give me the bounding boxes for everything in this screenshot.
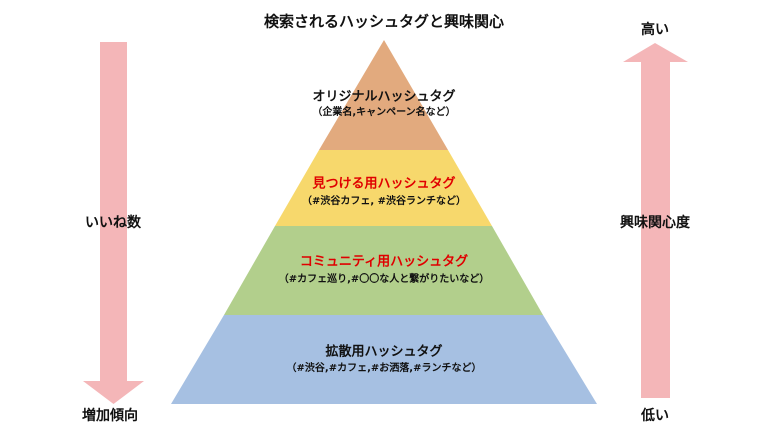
left-down-arrow — [83, 42, 144, 404]
tier-spread-title: 拡散用ハッシュタグ — [325, 344, 443, 360]
pyramid-tier-3 — [224, 226, 543, 315]
tier-community-title: コミュニティ用ハッシュタグ — [299, 254, 469, 270]
page-title: 検索されるハッシュタグと興味関心 — [263, 12, 505, 31]
tier-original-title: オリジナルハッシュタグ — [312, 89, 456, 105]
right-axis-bottom-label: 低い — [641, 408, 669, 424]
left-axis-end-label: 増加傾向 — [82, 408, 138, 424]
tier-community-subtitle: （#カフェ巡り,#〇〇な人と繋がりたいなど） — [278, 274, 490, 285]
pyramid-tier-top — [319, 40, 448, 150]
tier-original-subtitle: （企業名,キャンペーン名など） — [312, 107, 456, 118]
tier-discovery-title: 見つける用ハッシュタグ — [312, 176, 456, 192]
right-axis-top-label: 高い — [641, 22, 669, 38]
tier-spread-subtitle: （#渋谷,#カフェ,#お洒落,#ランチなど） — [286, 363, 482, 374]
right-axis-label: 興味関心度 — [620, 215, 690, 231]
left-axis-label: いいね数 — [85, 215, 141, 231]
pyramid-tier-2 — [275, 150, 492, 226]
pyramid-tier-bottom — [171, 315, 597, 404]
tier-discovery-subtitle: （#渋谷カフェ, #渋谷ランチなど） — [301, 196, 467, 207]
right-up-arrow — [623, 43, 688, 398]
